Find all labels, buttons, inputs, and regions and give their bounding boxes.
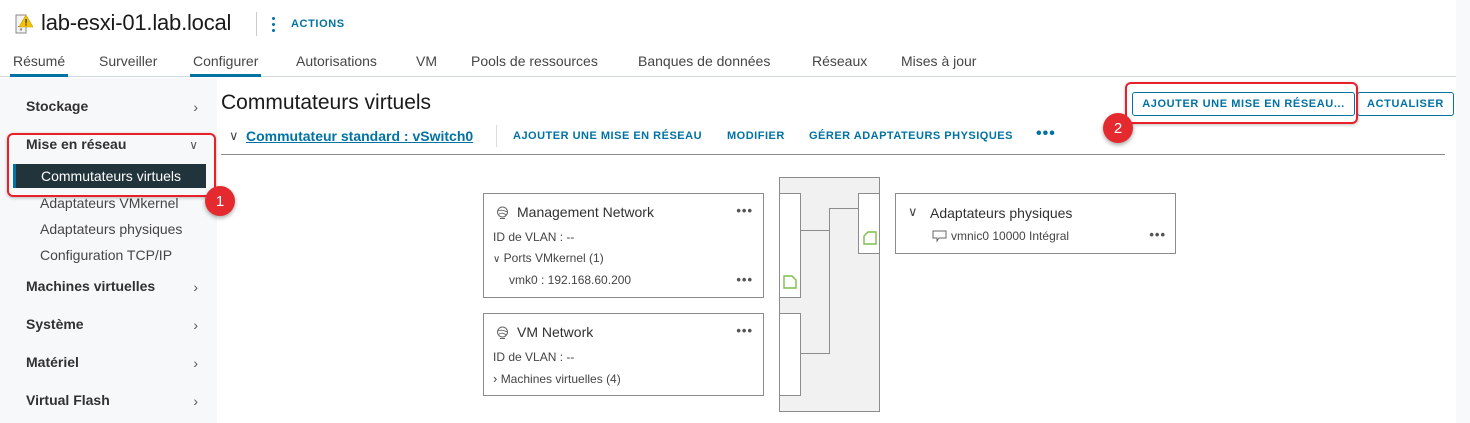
- portgroup-more-icon[interactable]: •••: [736, 323, 753, 338]
- sidebar-section-label: Virtual Flash: [26, 392, 110, 408]
- wire: [829, 208, 830, 231]
- chevron-down-icon[interactable]: ∨: [229, 128, 239, 143]
- annotation-badge-1: 1: [205, 186, 235, 216]
- tab-networks[interactable]: Réseaux: [812, 53, 868, 69]
- tab-configure[interactable]: Configurer: [189, 53, 262, 77]
- actions-label: ACTIONS: [291, 18, 345, 30]
- vmkernel-ports-toggle[interactable]: ∨ Ports VMkernel (1): [493, 251, 604, 265]
- header-divider: [256, 12, 257, 36]
- tab-updates[interactable]: Mises à jour: [901, 53, 977, 69]
- physical-adapter-item[interactable]: vmnic0 10000 Intégral: [932, 229, 1069, 243]
- object-tabs: Résumé Surveiller Configurer Autorisatio…: [0, 46, 1456, 77]
- wire: [829, 208, 859, 209]
- switch-port-left-1: [779, 193, 801, 298]
- sidebar-item-tcpip-config[interactable]: Configuration TCP/IP: [40, 247, 173, 263]
- chevron-right-icon: ›: [193, 355, 198, 371]
- sidebar-section-storage[interactable]: Stockage ›: [26, 98, 206, 118]
- virtual-machines-toggle[interactable]: › Machines virtuelles (4): [493, 371, 621, 386]
- sidebar-section-label: Mise en réseau: [26, 136, 127, 152]
- sidebar-item-label: Commutateurs virtuels: [41, 168, 182, 184]
- switch-manage-physical-adapters-action[interactable]: GÉRER ADAPTATEURS PHYSIQUES: [809, 130, 1013, 142]
- virtual-machines-label: Machines virtuelles (4): [500, 372, 621, 386]
- physical-adapters-title: Adaptateurs physiques: [930, 205, 1073, 221]
- sidebar-section-label: Matériel: [26, 354, 79, 370]
- portgroup-globe-icon: [497, 326, 508, 339]
- portgroup-globe-icon: [497, 206, 508, 219]
- vswitch-diagram: [779, 177, 880, 412]
- portgroup-name: Management Network: [517, 204, 654, 220]
- add-networking-button[interactable]: AJOUTER UNE MISE EN RÉSEAU...: [1132, 92, 1355, 116]
- switch-port-left-2: [779, 313, 801, 396]
- actions-menu-button[interactable]: ACTIONS: [272, 14, 345, 34]
- sidebar-section-system[interactable]: Système ›: [26, 316, 206, 336]
- refresh-button[interactable]: ACTUALISER: [1357, 92, 1454, 116]
- tab-permissions[interactable]: Autorisations: [296, 53, 377, 69]
- tab-monitor[interactable]: Surveiller: [99, 53, 158, 69]
- portgroup-vlan: ID de VLAN : --: [493, 350, 575, 364]
- sidebar-section-label: Système: [26, 316, 84, 332]
- chevron-right-icon: ›: [193, 393, 198, 409]
- more-actions-icon[interactable]: •••: [1036, 125, 1056, 142]
- switch-toolbar: ∨ Commutateur standard : vSwitch0 AJOUTE…: [221, 125, 1445, 155]
- switch-edit-action[interactable]: MODIFIER: [727, 130, 785, 142]
- switch-add-networking-action[interactable]: AJOUTER UNE MISE EN RÉSEAU: [513, 130, 703, 142]
- sidebar-item-vmkernel-adapters[interactable]: Adaptateurs VMkernel: [40, 195, 179, 211]
- wire: [801, 353, 830, 354]
- sidebar-item-physical-adapters[interactable]: Adaptateurs physiques: [40, 221, 183, 237]
- nic-icon: [932, 230, 947, 242]
- wire: [801, 230, 830, 231]
- chevron-right-icon: ›: [193, 317, 198, 333]
- sidebar-section-hardware[interactable]: Matériel ›: [26, 354, 206, 374]
- toolbar-divider: [496, 125, 497, 147]
- switch-name-link[interactable]: Commutateur standard : vSwitch0: [246, 128, 474, 144]
- host-warning-icon: [15, 14, 33, 34]
- chevron-right-icon: ›: [493, 371, 498, 386]
- sidebar-section-virtual-machines[interactable]: Machines virtuelles ›: [26, 278, 206, 298]
- sidebar-section-networking[interactable]: Mise en réseau ∨: [26, 136, 206, 156]
- vmkernel-port-more-icon[interactable]: •••: [736, 272, 753, 287]
- sidebar-section-label: Machines virtuelles: [26, 278, 156, 294]
- portgroup-more-icon[interactable]: •••: [736, 203, 753, 218]
- portgroup-card-management: Management Network ••• ID de VLAN : -- ∨…: [483, 193, 764, 298]
- sidebar-section-virtual-flash[interactable]: Virtual Flash ›: [26, 392, 206, 412]
- host-title: lab-esxi-01.lab.local: [41, 10, 232, 35]
- right-edge-panel: [1456, 0, 1470, 423]
- wire: [829, 230, 830, 354]
- chevron-down-icon: ∨: [189, 138, 198, 152]
- vmkernel-port-icon: [783, 275, 797, 289]
- physical-adapters-card: ∨ Adaptateurs physiques vmnic0 10000 Int…: [895, 193, 1176, 254]
- sidebar-section-label: Stockage: [26, 98, 89, 114]
- object-header: lab-esxi-01.lab.local ACTIONS: [0, 0, 1470, 46]
- tab-datastores[interactable]: Banques de données: [638, 53, 771, 69]
- vmkernel-ports-label: Ports VMkernel (1): [503, 251, 604, 265]
- chevron-down-icon[interactable]: ∨: [908, 204, 918, 219]
- vertical-ellipsis-icon: [272, 16, 276, 32]
- tab-resource-pools[interactable]: Pools de ressources: [471, 53, 598, 69]
- vmkernel-port-item: vmk0 : 192.168.60.200: [509, 273, 632, 287]
- tab-summary[interactable]: Résumé: [9, 53, 69, 77]
- tab-vms[interactable]: VM: [416, 53, 437, 69]
- page-title: Commutateurs virtuels: [221, 91, 432, 114]
- config-sidebar: [0, 78, 217, 423]
- portgroup-card-vm-network: VM Network ••• ID de VLAN : -- › Machine…: [483, 313, 764, 396]
- chevron-right-icon: ›: [193, 279, 198, 295]
- chevron-down-icon: ∨: [493, 254, 501, 265]
- uplink-port-icon: [863, 231, 877, 245]
- portgroup-vlan: ID de VLAN : --: [493, 230, 575, 244]
- sidebar-item-virtual-switches[interactable]: Commutateurs virtuels: [13, 164, 206, 188]
- portgroup-name: VM Network: [517, 324, 594, 340]
- annotation-badge-2: 2: [1103, 113, 1133, 143]
- chevron-right-icon: ›: [193, 99, 198, 115]
- physical-adapter-more-icon[interactable]: •••: [1149, 227, 1166, 242]
- physical-adapter-label: vmnic0 10000 Intégral: [951, 229, 1070, 243]
